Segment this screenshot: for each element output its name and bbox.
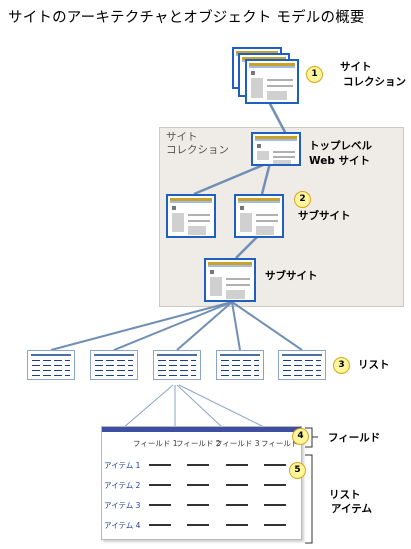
item-2: アイテム 2 xyxy=(104,481,141,490)
field-2: フィールド 2 xyxy=(176,439,221,448)
item-2-value-4 xyxy=(264,484,286,486)
subsite-label-2: サブサイト xyxy=(265,270,318,282)
item-4-value-4 xyxy=(264,524,286,526)
item-4: アイテム 4 xyxy=(104,521,141,530)
subsite-page-bottom xyxy=(204,258,256,302)
list-2 xyxy=(90,350,138,380)
list-4 xyxy=(216,350,264,380)
site-collection-label-line-1: サイト xyxy=(340,61,372,73)
subsite-page-left xyxy=(166,194,216,238)
item-4-value-1 xyxy=(149,524,171,526)
site-collection-label-line-2: コレクション xyxy=(343,76,406,88)
item-3-value-2 xyxy=(187,504,209,506)
list-item-label-line-1: リスト xyxy=(329,489,361,501)
field-4: フィールド xyxy=(261,439,299,448)
item-3-value-1 xyxy=(149,504,171,506)
item-4-value-3 xyxy=(226,524,248,526)
box-label-line-1: サイト xyxy=(166,131,198,143)
site-collection-page-front xyxy=(245,59,299,104)
list-5 xyxy=(278,350,326,380)
subsite-label-1: サブサイト xyxy=(298,210,351,222)
item-1-value-2 xyxy=(187,464,209,466)
item-2-value-1 xyxy=(149,484,171,486)
diagram-title: サイトのアーキテクチャとオブジェクト モデルの概要 xyxy=(8,10,365,26)
list-table xyxy=(101,426,302,540)
callout-4: 4 xyxy=(292,428,309,445)
list-3 xyxy=(153,350,201,380)
item-3-value-4 xyxy=(264,504,286,506)
box-label-line-2: コレクション xyxy=(166,144,229,156)
field-1: フィールド 1 xyxy=(133,439,178,448)
callout-3: 3 xyxy=(333,357,350,374)
field-3: フィールド 3 xyxy=(215,439,260,448)
item-2-value-3 xyxy=(226,484,248,486)
item-2-value-2 xyxy=(187,484,209,486)
list-1 xyxy=(27,350,75,380)
list-item-label-line-2: アイテム xyxy=(331,503,372,515)
item-3: アイテム 3 xyxy=(104,501,141,510)
top-level-site-label-line-1: トップレベル xyxy=(309,140,372,152)
item-1-value-3 xyxy=(226,464,248,466)
list-label: リスト xyxy=(358,359,390,371)
item-4-value-2 xyxy=(187,524,209,526)
item-1-value-1 xyxy=(149,464,171,466)
callout-5: 5 xyxy=(289,462,306,479)
field-label: フィールド xyxy=(328,432,381,444)
callout-1: 1 xyxy=(306,66,323,83)
top-level-site-label-line-2: Web サイト xyxy=(309,155,371,167)
item-1: アイテム 1 xyxy=(104,461,141,470)
item-3-value-3 xyxy=(226,504,248,506)
item-1-value-4 xyxy=(264,464,286,466)
top-level-site-page xyxy=(251,132,301,166)
callout-2: 2 xyxy=(294,191,311,208)
subsite-page-right xyxy=(234,194,284,238)
